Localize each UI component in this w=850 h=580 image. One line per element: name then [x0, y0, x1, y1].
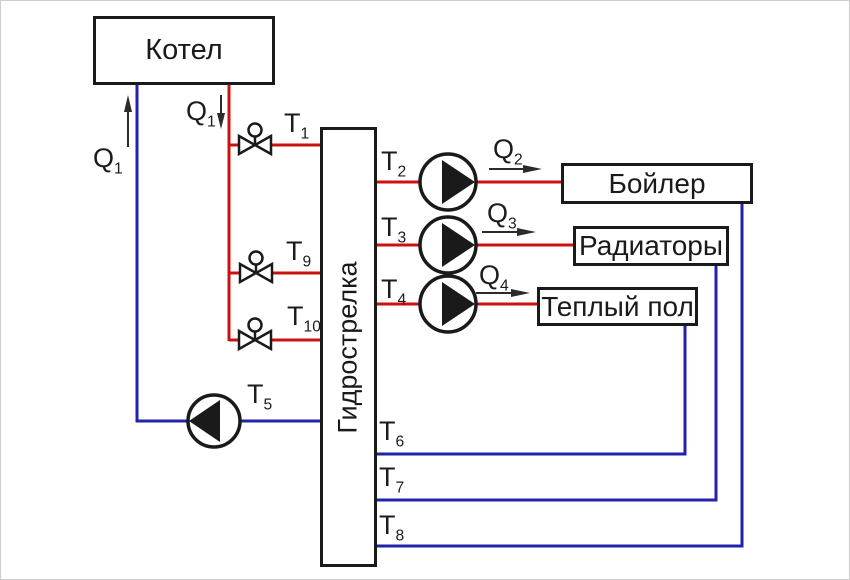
- box-dhw-tank-label: Бойлер: [608, 167, 706, 199]
- pump-dhw-icon: [418, 152, 478, 212]
- label-t1: T1: [284, 108, 310, 143]
- box-radiators: Радиаторы: [573, 226, 729, 266]
- label-t9: T9: [286, 236, 312, 271]
- box-floor-heating: Теплый пол: [537, 287, 698, 326]
- box-radiators-label: Радиаторы: [578, 230, 724, 261]
- pipe-return-floor-t6: [377, 324, 687, 456]
- box-hydraulic-separator: Гидрострелка: [320, 127, 377, 567]
- label-q1-supply: Q1: [186, 96, 216, 131]
- label-t4: T4: [381, 274, 407, 309]
- box-boiler-label: Котел: [145, 34, 223, 66]
- flow-arrow-q1-up-icon: [124, 95, 132, 147]
- label-t5: T5: [247, 379, 273, 414]
- label-q4: Q4: [479, 260, 509, 295]
- flow-arrow-q2-icon: [489, 165, 542, 173]
- label-t10: T10: [287, 301, 321, 336]
- valve-t1-icon: [237, 122, 273, 157]
- box-hydraulic-separator-label: Гидрострелка: [333, 260, 363, 434]
- pump-floor-icon: [418, 274, 478, 334]
- flow-arrow-q4-icon: [476, 289, 530, 297]
- flow-arrow-q1-down-icon: [217, 95, 225, 129]
- pump-radiators-icon: [418, 215, 478, 275]
- pipe-return-boiler: [135, 84, 322, 423]
- flow-arrow-q3-icon: [482, 228, 536, 236]
- label-t2: T2: [381, 146, 407, 181]
- box-boiler: Котел: [93, 16, 275, 85]
- label-t6: T6: [379, 416, 405, 451]
- pipe-return-radiators-t7: [377, 265, 718, 502]
- label-q3: Q3: [487, 198, 517, 233]
- box-floor-heating-label: Теплый пол: [541, 290, 694, 322]
- label-t7: T7: [379, 462, 405, 497]
- pump-boiler-return-icon: [186, 393, 242, 449]
- label-t3: T3: [381, 212, 407, 247]
- pipe-return-dhw-t8: [377, 202, 744, 548]
- label-t8: T8: [379, 510, 405, 545]
- label-q1-return: Q1: [93, 143, 123, 178]
- valve-t10-icon: [237, 317, 273, 352]
- box-dhw-tank: Бойлер: [561, 163, 753, 204]
- valve-t9-icon: [238, 250, 274, 285]
- label-q2: Q2: [493, 134, 523, 169]
